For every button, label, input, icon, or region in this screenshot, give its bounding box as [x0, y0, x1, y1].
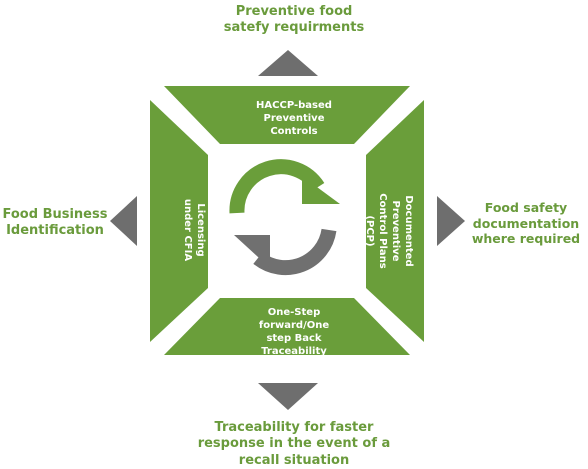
panel-bottom-line: forward/One	[258, 320, 330, 331]
panel-bottom-line: step Back	[266, 333, 322, 344]
outer-label-right-line: where required	[471, 231, 581, 247]
panel-right-line: Control Plans	[377, 193, 388, 269]
panel-bottom-text: One-Step forward/One step Back Traceabil…	[224, 306, 364, 358]
panel-right	[366, 100, 424, 342]
outer-label-right: Food safety documentation where required	[466, 200, 586, 247]
panel-top-line: Controls	[270, 126, 318, 137]
outer-label-bottom-line: Traceability for faster	[214, 420, 374, 435]
panel-top-text: HACCP-based Preventive Controls	[224, 99, 364, 138]
panel-top	[164, 86, 410, 144]
arrow-down-icon	[258, 383, 318, 410]
outer-label-top-line: satefy requirments	[223, 20, 365, 36]
cycle-arrowhead-gray	[234, 235, 270, 268]
outer-label-right-line: documentation	[472, 215, 580, 231]
panel-bottom	[164, 298, 410, 355]
panel-bottom-line: Traceability	[261, 346, 327, 357]
outer-label-right-line: Food safety	[484, 200, 568, 215]
panel-left-line: under CFIA	[182, 198, 193, 262]
refresh-cycle-icon	[229, 159, 340, 276]
outer-label-top: Preventive food satefy requirments	[194, 4, 394, 37]
panel-right-text: Documented Preventive Control Plans (PCP…	[363, 156, 415, 306]
outer-label-left-line: Food Business	[2, 207, 108, 222]
outer-label-bottom-line: recall situation	[238, 452, 350, 468]
outer-label-bottom-line: response in the event of a	[197, 436, 391, 452]
outer-label-left-line: Identification	[6, 223, 104, 239]
cycle-arrow-green	[229, 159, 325, 214]
panel-top-line: HACCP-based	[256, 100, 332, 111]
panel-left-line: Licensing	[195, 203, 206, 257]
arrow-left-icon	[110, 196, 137, 246]
panel-right-line: Documented	[403, 195, 414, 267]
panel-right-line: (PCP)	[364, 215, 375, 247]
panel-top-line: Preventive	[263, 113, 325, 124]
cycle-arrowhead-green	[302, 176, 340, 204]
panel-left	[150, 100, 208, 342]
outer-label-bottom: Traceability for faster response in the …	[184, 420, 404, 469]
outer-label-left: Food Business Identification	[0, 207, 110, 240]
outer-label-top-line: Preventive food	[235, 4, 353, 19]
panel-right-line: Preventive	[390, 200, 401, 262]
arrow-up-icon	[258, 50, 318, 76]
arrow-right-icon	[437, 196, 465, 246]
panel-bottom-line: One-Step	[267, 307, 321, 318]
panel-left-text: Licensing under CFIA	[181, 160, 207, 300]
